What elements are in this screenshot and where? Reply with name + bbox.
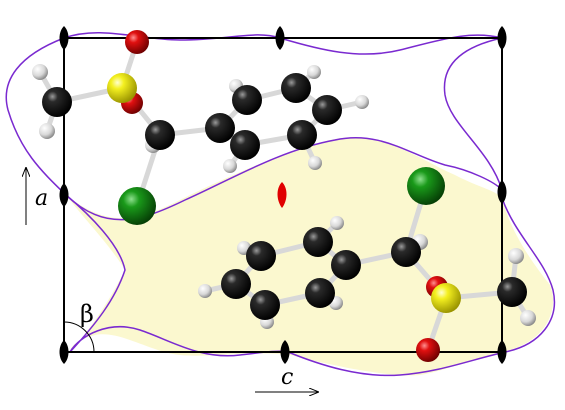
inversion-center-marker	[277, 182, 287, 208]
sulfur-atom	[107, 73, 137, 103]
carbon-atom	[391, 237, 421, 267]
beta-angle-indicator: β	[63, 300, 95, 353]
lower-molecule	[198, 167, 536, 362]
screw-axis-marker	[59, 340, 69, 364]
hydrogen-atom	[39, 123, 55, 139]
hydrogen-atom	[198, 284, 212, 298]
hydrogen-atom	[508, 248, 524, 264]
chlorine-atom	[407, 167, 445, 205]
carbon-atom	[303, 227, 333, 257]
hydrogen-atom	[307, 65, 321, 79]
carbon-atom	[145, 120, 175, 150]
hydrogen-atom	[355, 95, 369, 109]
screw-axis-marker	[280, 340, 290, 364]
axis-c-label: c	[281, 365, 293, 390]
carbon-atom	[331, 250, 361, 280]
symmetry-markers	[59, 26, 507, 364]
screw-axis-marker	[59, 26, 69, 50]
carbon-atom	[205, 113, 235, 143]
carbon-atom	[305, 278, 335, 308]
hydrogen-atom	[32, 64, 48, 80]
axis-a-indicator: a	[26, 168, 48, 225]
screw-axis-marker	[275, 26, 285, 50]
screw-axis-marker	[497, 180, 507, 204]
carbon-atom	[250, 290, 280, 320]
hydrogen-atom	[330, 216, 344, 230]
screw-axis-marker	[497, 26, 507, 50]
chlorine-atom	[118, 187, 156, 225]
beta-angle-arc	[63, 321, 95, 353]
oxygen-atom	[125, 30, 149, 54]
hydrogen-atom	[223, 159, 237, 173]
screw-axis-marker	[497, 340, 507, 364]
carbon-atom	[281, 73, 311, 103]
beta-angle-label: β	[80, 300, 94, 328]
carbon-atom	[221, 269, 251, 299]
carbon-atom	[232, 85, 262, 115]
hydrogen-atom	[308, 156, 322, 170]
sulfur-atom	[431, 283, 461, 313]
carbon-atom	[230, 130, 260, 160]
carbon-atom	[246, 241, 276, 271]
oxygen-atom	[416, 338, 440, 362]
carbon-atom	[42, 87, 72, 117]
shaded-region	[66, 137, 554, 376]
carbon-atom	[497, 277, 527, 307]
screw-axis-marker	[59, 183, 69, 207]
upper-molecule	[32, 30, 369, 225]
hydrogen-atom	[520, 310, 536, 326]
carbon-atom	[287, 120, 317, 150]
axis-c-indicator: c	[255, 365, 318, 392]
axis-a-label: a	[35, 186, 48, 211]
carbon-atom	[312, 95, 342, 125]
